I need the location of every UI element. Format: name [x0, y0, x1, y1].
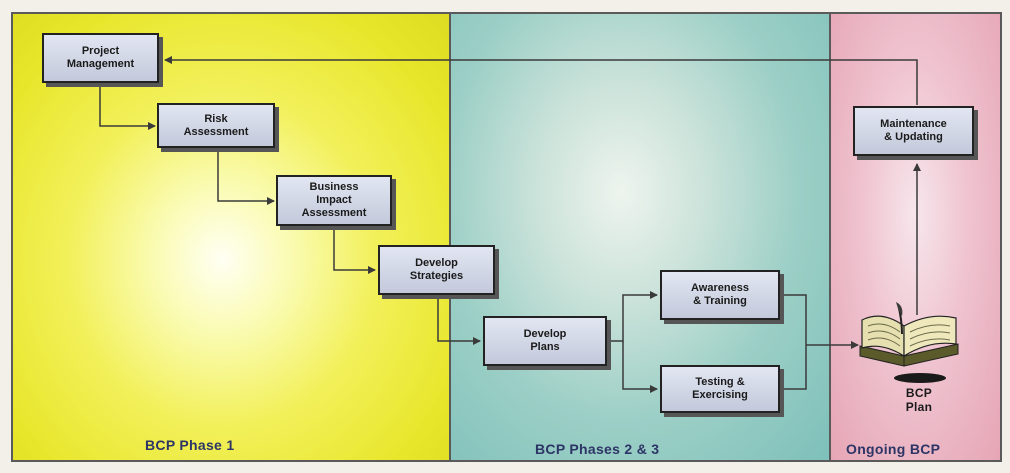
- develop-plans-box: Develop Plans: [483, 316, 607, 366]
- phase-1-region: [11, 12, 451, 462]
- arrow-strategies-to-plans: [437, 296, 481, 345]
- arrow-risk-to-bia: [217, 148, 275, 205]
- testing-exercising-box: Testing & Exercising: [660, 365, 780, 413]
- ongoing-label: Ongoing BCP: [846, 441, 941, 457]
- arrow-plans-to-testing: [622, 341, 658, 393]
- business-impact-assessment-box: Business Impact Assessment: [276, 175, 392, 226]
- project-management-box: Project Management: [42, 33, 159, 83]
- awareness-training-box: Awareness & Training: [660, 270, 780, 320]
- arrow-pm-to-risk: [99, 84, 156, 130]
- phase-1-label: BCP Phase 1: [145, 437, 235, 453]
- line-awareness-to-plan: [781, 294, 807, 390]
- develop-strategies-box: Develop Strategies: [378, 245, 495, 295]
- open-book-icon: [859, 302, 959, 383]
- arrow-plans-to-awareness: [608, 291, 658, 342]
- phase-2-3-label: BCP Phases 2 & 3: [535, 441, 660, 457]
- risk-assessment-box: Risk Assessment: [157, 103, 275, 148]
- maintenance-updating-box: Maintenance & Updating: [853, 106, 974, 156]
- bcp-plan-label: BCP Plan: [905, 386, 933, 414]
- arrow-bia-to-strategies: [333, 227, 376, 274]
- arrow-maintenance-to-pm: [164, 56, 918, 105]
